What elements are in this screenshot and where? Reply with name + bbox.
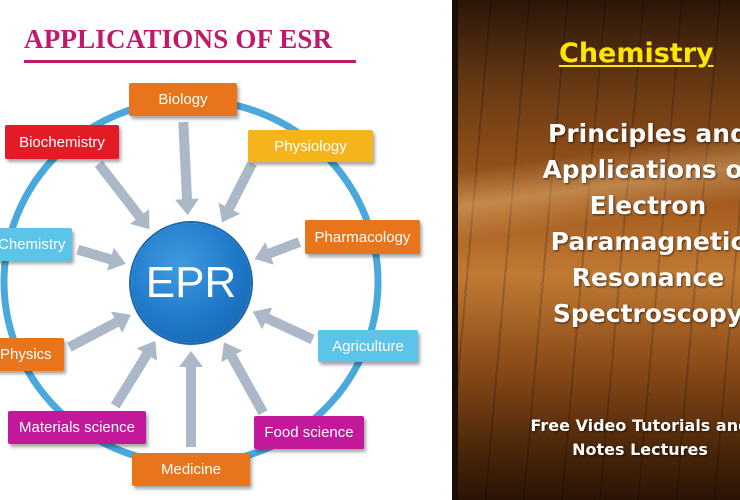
arrow-biology (175, 121, 199, 216)
node-medicine: Medicine (132, 453, 250, 486)
arrow-materials-science (110, 340, 158, 409)
node-agriculture: Agriculture (318, 330, 418, 362)
lecture-banner: Chemistry Principles and Applications of… (452, 0, 740, 500)
title-underline (24, 60, 356, 63)
lecture-footer: Free Video Tutorials and Notes Lectures (530, 416, 740, 459)
node-physics: Physics (0, 338, 64, 371)
arrow-food-science (221, 342, 268, 416)
diagram-title: APPLICATIONS OF ESR (24, 24, 333, 54)
arrow-physics (67, 311, 131, 352)
node-pharmacology: Pharmacology (305, 220, 420, 254)
lecture-title: Principles and Applications of Electron … (542, 119, 740, 328)
arrow-chemistry (76, 244, 126, 271)
node-biology: Biology (129, 83, 237, 116)
subject-label: Chemistry (559, 38, 714, 69)
esr-applications-diagram: APPLICATIONS OF ESR EPR Biology Physiolo… (0, 24, 420, 486)
node-physiology: Physiology (248, 130, 373, 162)
arrow-pharmacology (254, 237, 302, 265)
node-food-science: Food science (254, 416, 364, 449)
epr-hub: EPR (131, 223, 251, 343)
banner-edge (452, 0, 458, 500)
arrow-layer (67, 121, 315, 447)
node-chemistry: Chemistry (0, 228, 72, 261)
arrow-medicine (179, 351, 203, 447)
node-materials-science: Materials science (8, 411, 146, 444)
node-biochemistry: Biochemistry (5, 125, 119, 159)
arrow-agriculture (252, 307, 315, 344)
arrow-biochemistry (94, 160, 150, 230)
arrow-physiology (218, 161, 257, 223)
